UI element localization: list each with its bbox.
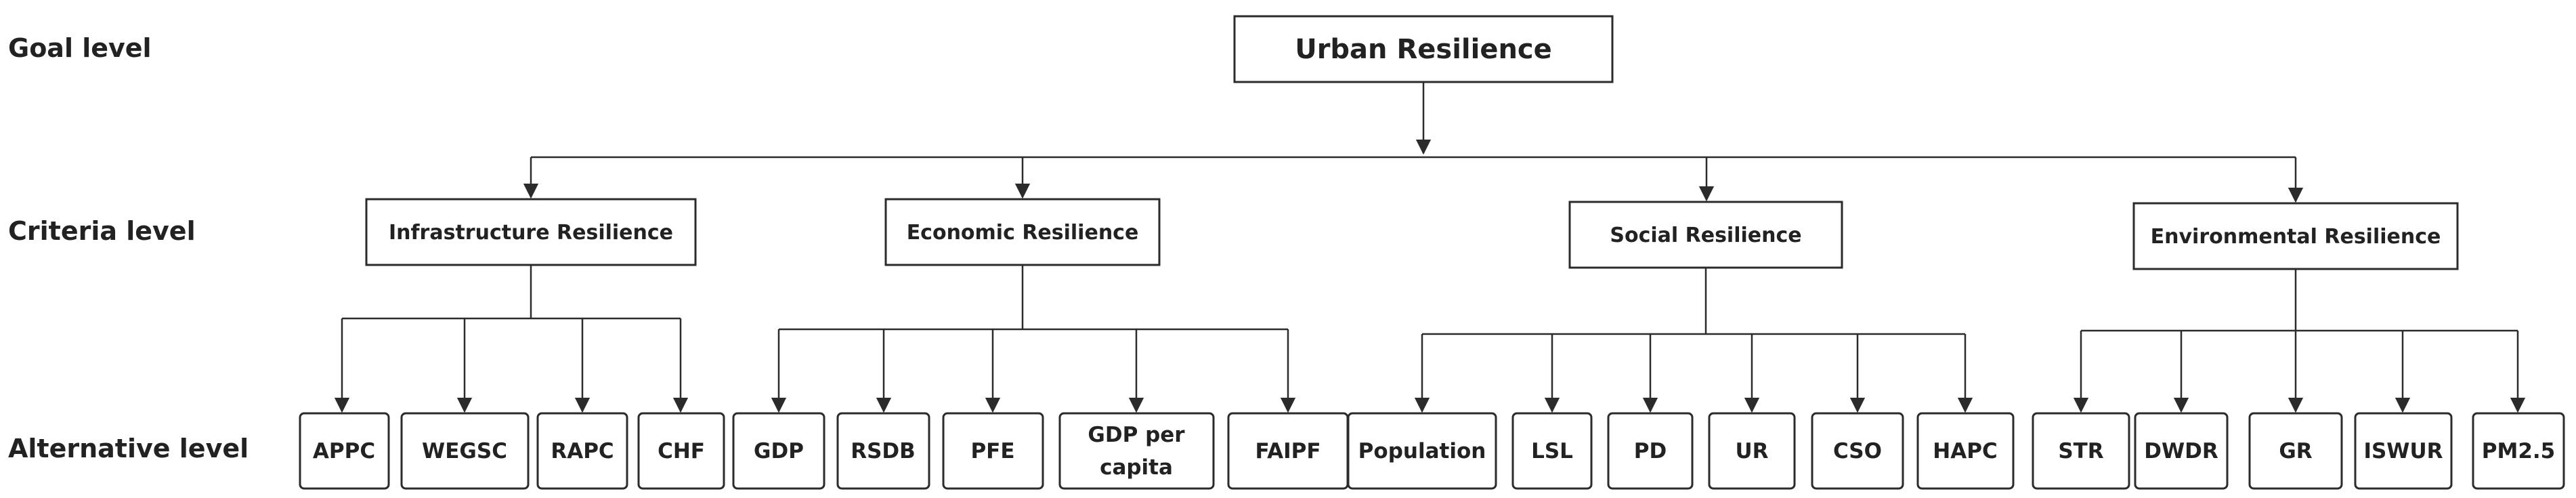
environmental-connectors: [2073, 269, 2526, 413]
alternative-node: CHF: [637, 412, 725, 490]
alternative-label: WEGSC: [422, 439, 507, 463]
criteria-label: Economic Resilience: [907, 221, 1139, 245]
goal-level-label: Goal level: [8, 33, 152, 63]
alternative-label: RSDB: [851, 439, 916, 463]
alternative-node: PFE: [942, 412, 1044, 490]
alternative-node: APPC: [299, 412, 390, 490]
alternative-node: GDP: [732, 412, 825, 490]
alternative-label: FAIPF: [1255, 439, 1321, 463]
alternative-node: PM2.5: [2472, 412, 2565, 490]
alternative-label: Population: [1358, 439, 1486, 463]
criteria-label: Infrastructure Resilience: [389, 221, 673, 245]
alternative-node: CSO: [1811, 412, 1904, 490]
alternative-label: PFE: [970, 439, 1014, 463]
criteria-node-infrastructure: Infrastructure Resilience: [365, 198, 697, 266]
alternative-label: UR: [1735, 439, 1768, 463]
alternative-node: FAIPF: [1227, 412, 1349, 490]
alternative-label: STR: [2058, 439, 2103, 463]
alternative-label: APPC: [313, 439, 375, 463]
goal-connectors: [523, 82, 2304, 203]
alternative-node: RSDB: [836, 412, 930, 490]
alternative-level-label: Alternative level: [8, 434, 249, 463]
alternative-label: GR: [2279, 439, 2312, 463]
social-connectors: [1414, 268, 1973, 413]
infrastructure-connectors: [334, 265, 689, 413]
alternative-node: Population: [1347, 412, 1497, 490]
criteria-node-social: Social Resilience: [1568, 201, 1843, 269]
alternative-node: RAPC: [536, 412, 628, 490]
alternative-node: WEGSC: [400, 412, 530, 490]
alternative-node: GR: [2248, 412, 2343, 490]
criteria-level-label: Criteria level: [8, 216, 196, 246]
goal-node: Urban Resilience: [1233, 15, 1614, 83]
criteria-node-environmental: Environmental Resilience: [2132, 202, 2459, 270]
criteria-node-economic: Economic Resilience: [884, 198, 1161, 266]
alternative-label: DWDR: [2144, 439, 2218, 463]
alternative-label: PM2.5: [2482, 439, 2556, 463]
alternative-label: ISWUR: [2363, 439, 2443, 463]
goal-label: Urban Resilience: [1295, 34, 1552, 65]
alternative-node: LSL: [1511, 412, 1593, 490]
alternative-label: RAPC: [551, 439, 614, 463]
alternative-label: HAPC: [1933, 439, 1997, 463]
alternative-label: CHF: [658, 439, 705, 463]
alternative-node: ISWUR: [2354, 412, 2453, 490]
criteria-label: Social Resilience: [1610, 224, 1801, 247]
alternative-node: PD: [1607, 412, 1694, 490]
alternative-label: CSO: [1833, 439, 1882, 463]
alternative-label: PD: [1634, 439, 1667, 463]
alternative-node: DWDR: [2134, 412, 2229, 490]
alternative-label: GDP: [754, 439, 804, 463]
alternative-node: HAPC: [1916, 412, 2015, 490]
alternative-label: LSL: [1531, 439, 1573, 463]
criteria-label: Environmental Resilience: [2151, 225, 2441, 249]
alternative-node: STR: [2032, 412, 2130, 490]
alternative-node: UR: [1708, 412, 1796, 490]
economic-connectors: [771, 265, 1296, 413]
